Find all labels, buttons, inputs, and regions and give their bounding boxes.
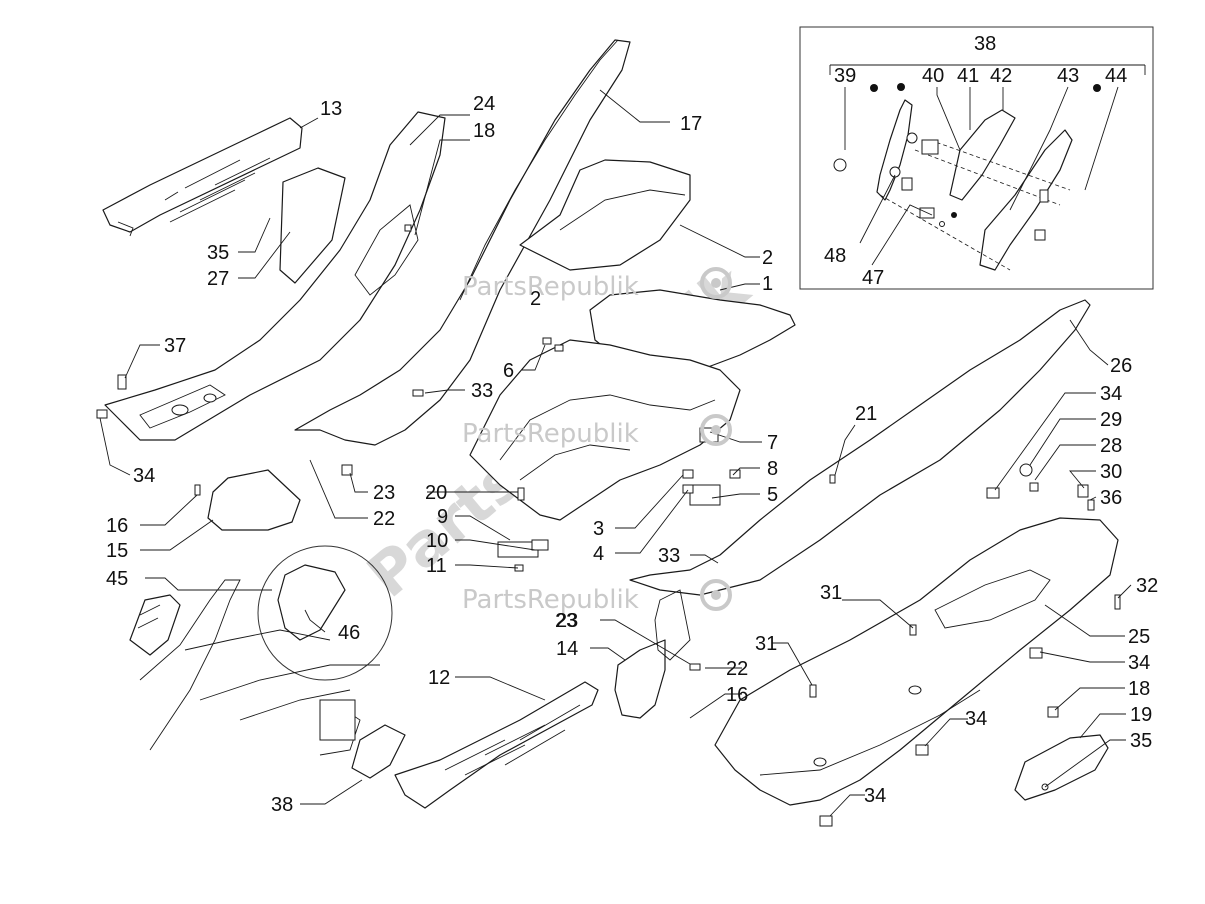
callout-label: 38 (271, 794, 293, 816)
callout-label: 9 (437, 506, 448, 528)
watermark-brand-text: PartsRepublik (462, 419, 639, 449)
callout-label: 19 (1130, 704, 1152, 726)
part-small-cover (614, 639, 666, 719)
callout-label: 22 (373, 508, 395, 530)
callout-label: 16 (726, 684, 748, 706)
callout-label: 1 (762, 273, 773, 295)
callout-label: 29 (1100, 409, 1122, 431)
callout-label: 6 (503, 360, 514, 382)
callout-label: 35 (207, 242, 229, 264)
callout-label: 42 (990, 65, 1012, 87)
callout-label: 2 (530, 288, 541, 310)
watermark-logo-middle: PartsRepublik (462, 414, 732, 449)
callout-label: 34 (965, 708, 987, 730)
part-grab-handle-lower (351, 724, 406, 779)
part-central-tunnel-strip (294, 39, 631, 446)
callout-label: 14 (556, 638, 578, 660)
callout-label: 23 (556, 610, 578, 632)
callout-label: 47 (862, 267, 884, 289)
watermark-logo-bottom: PartsRepublik (462, 579, 732, 615)
callout-label: 44 (1105, 65, 1127, 87)
frame-sketch-lower-left (139, 579, 380, 756)
watermark-logo-top: PartsRepublik (462, 267, 732, 302)
callout-label: 33 (658, 545, 680, 567)
part-right-cover (1014, 734, 1109, 801)
callout-label: 23 (373, 482, 395, 504)
part-frame-assembly (469, 339, 741, 521)
callout-label: 34 (1128, 652, 1150, 674)
callout-label: 16 (106, 515, 128, 537)
callout-label: 2 (762, 247, 773, 269)
callout-labels: 38 13 24 18 17 2 1 35 27 37 6 33 34 7 8 … (106, 33, 1158, 816)
part-inspection-cover (279, 167, 346, 284)
callout-label: 39 (834, 65, 856, 87)
callout-label: 43 (1057, 65, 1079, 87)
callout-label: 13 (320, 98, 342, 120)
callout-label: 31 (820, 582, 842, 604)
callout-label: 35 (1130, 730, 1152, 752)
callout-label: 18 (1128, 678, 1150, 700)
callout-label: 40 (922, 65, 944, 87)
part-seat-pad (519, 159, 691, 271)
callout-label: 21 (855, 403, 877, 425)
callout-label: 15 (106, 540, 128, 562)
watermark-brand-text: PartsRepublik (462, 585, 639, 615)
callout-label: 34 (133, 465, 155, 487)
part-footboard-upper (102, 117, 303, 237)
callout-label: 17 (680, 113, 702, 135)
callout-label: 36 (1100, 487, 1122, 509)
callout-label: 31 (755, 633, 777, 655)
part-right-upper-panel (629, 299, 1091, 661)
callout-label: 34 (864, 785, 886, 807)
callout-label: 27 (207, 268, 229, 290)
callout-label: 38 (974, 33, 996, 55)
magnifier-circle (257, 545, 393, 681)
callout-label: 37 (164, 335, 186, 357)
callout-label: 10 (426, 530, 448, 552)
callout-label: 3 (593, 518, 604, 540)
part-small-plate (207, 469, 301, 531)
callout-label: 22 (726, 658, 748, 680)
callout-label: 30 (1100, 461, 1122, 483)
callout-label: 28 (1100, 435, 1122, 457)
callout-label: 5 (767, 484, 778, 506)
part-footboard-lower (394, 681, 599, 809)
part-right-lower-body-panel (714, 517, 1119, 806)
callout-label: 4 (593, 543, 604, 565)
callout-label: 7 (767, 432, 778, 454)
callout-label: 20 (425, 482, 447, 504)
part-left-side-panel (104, 111, 446, 441)
callout-label: 46 (338, 622, 360, 644)
callout-label: 48 (824, 245, 846, 267)
callout-label: 12 (428, 667, 450, 689)
callout-label: 41 (957, 65, 979, 87)
callout-label: 24 (473, 93, 495, 115)
inset-kit-box (799, 26, 1154, 290)
leader-lines (99, 86, 1132, 817)
callout-label: 11 (426, 555, 447, 577)
callout-label: 18 (473, 120, 495, 142)
callout-label: 32 (1136, 575, 1158, 597)
clips-right (809, 463, 1121, 827)
callout-label: 45 (106, 568, 128, 590)
callout-label: 33 (471, 380, 493, 402)
callout-label: 23 (555, 610, 577, 632)
watermark-brand-text: PartsRepublik (462, 272, 639, 302)
callout-label: 8 (767, 458, 778, 480)
callout-label: 34 (1100, 383, 1122, 405)
callout-label: 26 (1110, 355, 1132, 377)
callout-label: 25 (1128, 626, 1150, 648)
part-grab-handle-left (129, 594, 181, 656)
